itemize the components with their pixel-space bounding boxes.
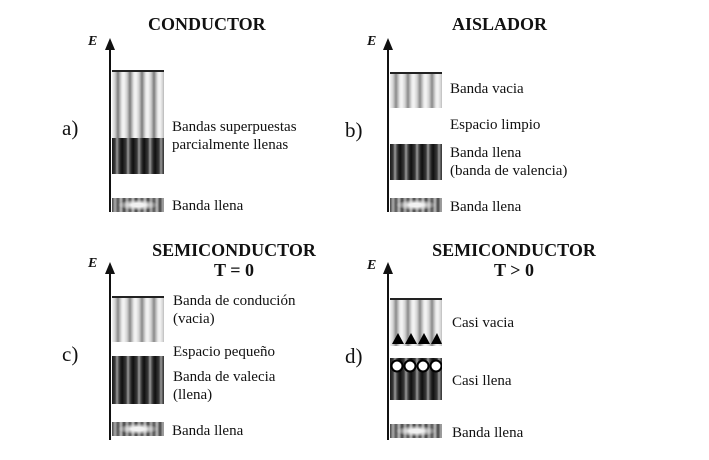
panel-d-title-line2: T > 0 (494, 260, 534, 280)
panel-c-full-band (112, 422, 164, 436)
panel-b-label-full-band-1: Banda llena (450, 145, 522, 161)
panel-d-electron-triangles (392, 333, 442, 344)
panel-d-energy-axis-label: E (367, 258, 377, 273)
panel-a-letter: a) (62, 116, 79, 140)
panel-d-label-almost-empty: Casi vacia (452, 315, 515, 331)
panel-b-label-clean-gap: Espacio limpio (450, 117, 541, 133)
panel-c-energy-axis (105, 262, 115, 440)
panel-a-full-band (112, 198, 164, 212)
panel-d-label-full-band: Banda llena (452, 425, 524, 441)
panel-c-conduction-band (112, 296, 164, 342)
panel-b-energy-axis (383, 38, 393, 212)
panel-c-title: SEMICONDUCTOR T = 0 (144, 240, 324, 280)
panel-b-label-empty-band: Banda vacia (450, 81, 524, 97)
panel-b-energy-axis-label: E (367, 34, 377, 49)
panel-a-label-full-band: Banda llena (172, 198, 244, 214)
panel-d-energy-axis (383, 262, 393, 440)
panel-d-title-line1: SEMICONDUCTOR (432, 240, 596, 260)
panel-c-label-valence-1: Banda de valecia (173, 369, 276, 385)
panel-d-title: SEMICONDUCTOR T > 0 (424, 240, 604, 280)
panel-d-letter: d) (345, 344, 363, 368)
panel-a-energy-axis-label: E (88, 34, 98, 49)
panel-b-full-band (390, 198, 442, 212)
panel-b-title: AISLADOR (452, 14, 548, 34)
panel-a-label-overlapping-1: Bandas superpuestas (172, 119, 297, 135)
panel-a-label-overlapping-2: parcialmente llenas (172, 137, 289, 153)
panel-c-label-valence-2: (llena) (173, 387, 213, 403)
panel-a-overlapping-band-lower (112, 138, 164, 174)
panel-b-label-bottom-band: Banda llena (450, 199, 522, 215)
panel-c-valence-band (112, 356, 164, 404)
panel-b-valence-band (390, 144, 442, 180)
panel-a-overlapping-band-upper (112, 70, 164, 138)
panel-c-title-line2: T = 0 (214, 260, 254, 280)
panel-c-label-conduction-1: Banda de condución (173, 293, 296, 309)
panel-b-label-full-band-2: (banda de valencia) (450, 163, 568, 179)
panel-b-letter: b) (345, 118, 363, 142)
panel-c-energy-axis-label: E (88, 256, 98, 271)
panel-c-label-full-band: Banda llena (172, 423, 244, 439)
panel-d-full-band (390, 424, 442, 438)
panel-c-letter: c) (62, 342, 79, 366)
panel-d-hole-circles (390, 359, 442, 373)
panel-d-label-almost-full: Casi llena (452, 373, 512, 389)
panel-c-title-line1: SEMICONDUCTOR (152, 240, 316, 260)
panel-a-title: CONDUCTOR (148, 14, 266, 34)
panel-c-label-conduction-2: (vacia) (173, 311, 215, 327)
panel-c-label-small-gap: Espacio pequeño (173, 344, 276, 360)
panel-b-empty-band (390, 72, 442, 108)
panel-a-energy-axis (105, 38, 115, 212)
